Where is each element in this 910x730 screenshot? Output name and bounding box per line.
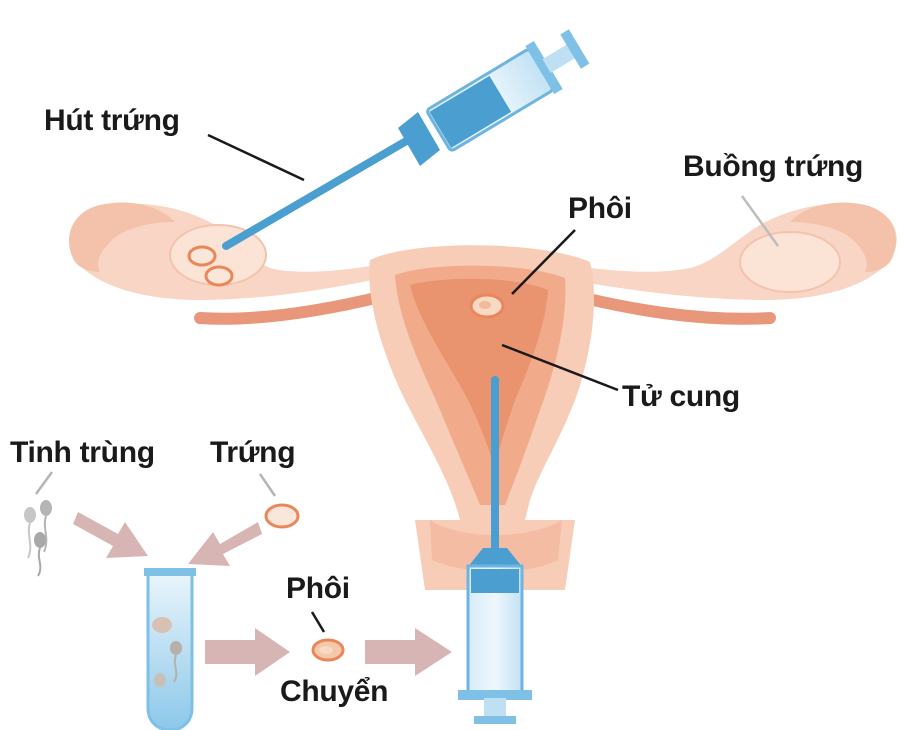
- label-uterus: Tử cung: [622, 382, 740, 412]
- label-sperm: Tinh trùng: [10, 438, 155, 468]
- label-embryo-lab: Phôi: [286, 574, 350, 604]
- lab-embryo-icon: [313, 640, 343, 660]
- retrieval-syringe: [226, 22, 594, 246]
- test-tube: [144, 568, 196, 730]
- label-egg: Trứng: [210, 438, 295, 468]
- label-ovary: Buồng trứng: [683, 152, 863, 182]
- leader-sperm: [36, 472, 52, 494]
- arrow-egg-to-tube: [188, 522, 262, 566]
- leader-egg: [260, 474, 275, 496]
- leader-egg-retrieval: [208, 135, 304, 180]
- label-transfer: Chuyển: [280, 677, 388, 707]
- arrow-embryo-to-syringe: [365, 628, 452, 676]
- right-ovary: [740, 232, 840, 292]
- sperm-icon: [24, 500, 52, 576]
- leader-embryo-lab: [312, 612, 324, 632]
- lab-egg-icon: [266, 505, 298, 527]
- arrow-sperm-to-tube: [73, 512, 148, 558]
- arrow-tube-to-embryo: [205, 628, 290, 676]
- label-egg-retrieval: Hút trứng: [44, 106, 180, 136]
- uterus-embryo-icon: [471, 295, 503, 317]
- label-embryo-uterus: Phôi: [568, 194, 632, 224]
